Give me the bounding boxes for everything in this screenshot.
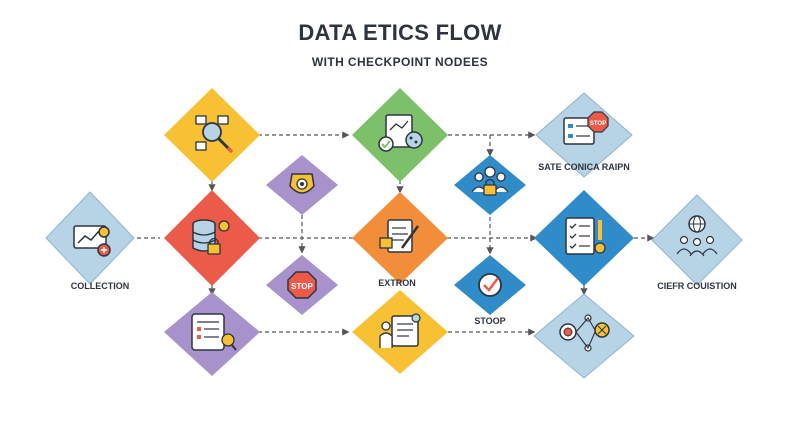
checklist-pen-icon — [565, 217, 606, 255]
clipboard-check-icon — [378, 114, 423, 152]
stop-sign-icon: STOP — [287, 271, 317, 299]
page-subtitle: WITH CHECKPOINT NODEES — [311, 55, 489, 69]
label-extron: EXTRON — [378, 278, 416, 288]
node-badge[interactable] — [266, 155, 338, 215]
stop-sign-large-text: STOP — [291, 282, 313, 291]
node-collection[interactable] — [45, 191, 135, 285]
label-ciefr-couistion: CIEFR COUISTION — [657, 281, 737, 291]
report-person-icon — [379, 313, 421, 348]
database-lock-icon — [192, 219, 230, 255]
chart-magnifier-icon — [73, 225, 111, 257]
node-stoop[interactable] — [454, 255, 526, 315]
node-checklist[interactable] — [534, 190, 634, 286]
node-stop-sign[interactable]: STOP — [266, 255, 338, 315]
shield-badge-icon — [289, 173, 315, 194]
label-stoop: STOOP — [474, 316, 505, 326]
node-users-lock[interactable] — [454, 155, 526, 215]
globe-people-icon — [676, 215, 718, 257]
node-search[interactable] — [164, 88, 260, 182]
users-lock-icon — [471, 166, 509, 196]
node-documents[interactable] — [352, 88, 448, 182]
check-circle-icon — [478, 273, 502, 297]
magnifier-network-icon — [195, 115, 234, 154]
node-ciefr-couistion[interactable] — [651, 194, 743, 286]
label-collection: COLLECTION — [71, 281, 130, 291]
node-process[interactable] — [533, 293, 635, 379]
node-extron[interactable] — [352, 192, 448, 284]
document-pen-icon — [379, 219, 420, 253]
page-title: DATA ETICS FLOW — [298, 20, 502, 45]
form-stop-icon: STOP — [563, 111, 609, 145]
tablet-checklist-icon — [191, 313, 237, 351]
node-tablet[interactable] — [164, 292, 260, 376]
node-stop-form[interactable]: STOP — [535, 92, 633, 178]
label-sate-conica-raipn: SATE CONICA RAIPN — [538, 162, 630, 172]
stop-sign-small-text: STOP — [590, 121, 606, 127]
target-process-icon — [559, 314, 610, 352]
node-database[interactable] — [164, 190, 260, 286]
node-report[interactable] — [352, 290, 448, 374]
